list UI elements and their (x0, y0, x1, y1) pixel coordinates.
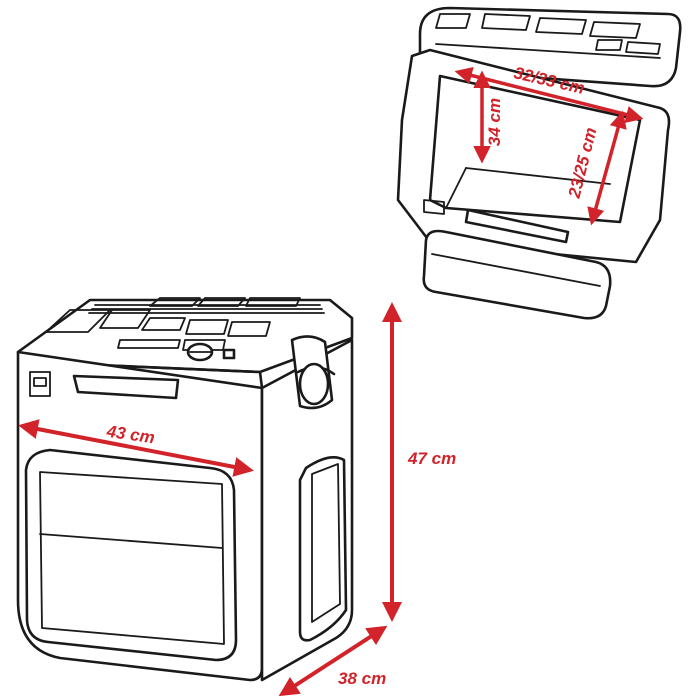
closed-cooler (16, 297, 354, 682)
control-knob-icon (186, 342, 236, 362)
lid-panels (45, 297, 301, 351)
depth-arrow (278, 625, 388, 697)
open-front-pocket (422, 229, 612, 320)
side-handle-icon (298, 362, 330, 406)
open-cooler (396, 6, 682, 320)
inner-height-arrow (587, 110, 627, 226)
dimension-arrows (18, 66, 644, 697)
height-label: 47 cm (407, 449, 456, 468)
lid-ribs (88, 304, 325, 314)
width-arrow (18, 419, 254, 477)
depth-label: 38 cm (338, 669, 386, 688)
inner-depth-label: 34 cm (485, 98, 504, 146)
